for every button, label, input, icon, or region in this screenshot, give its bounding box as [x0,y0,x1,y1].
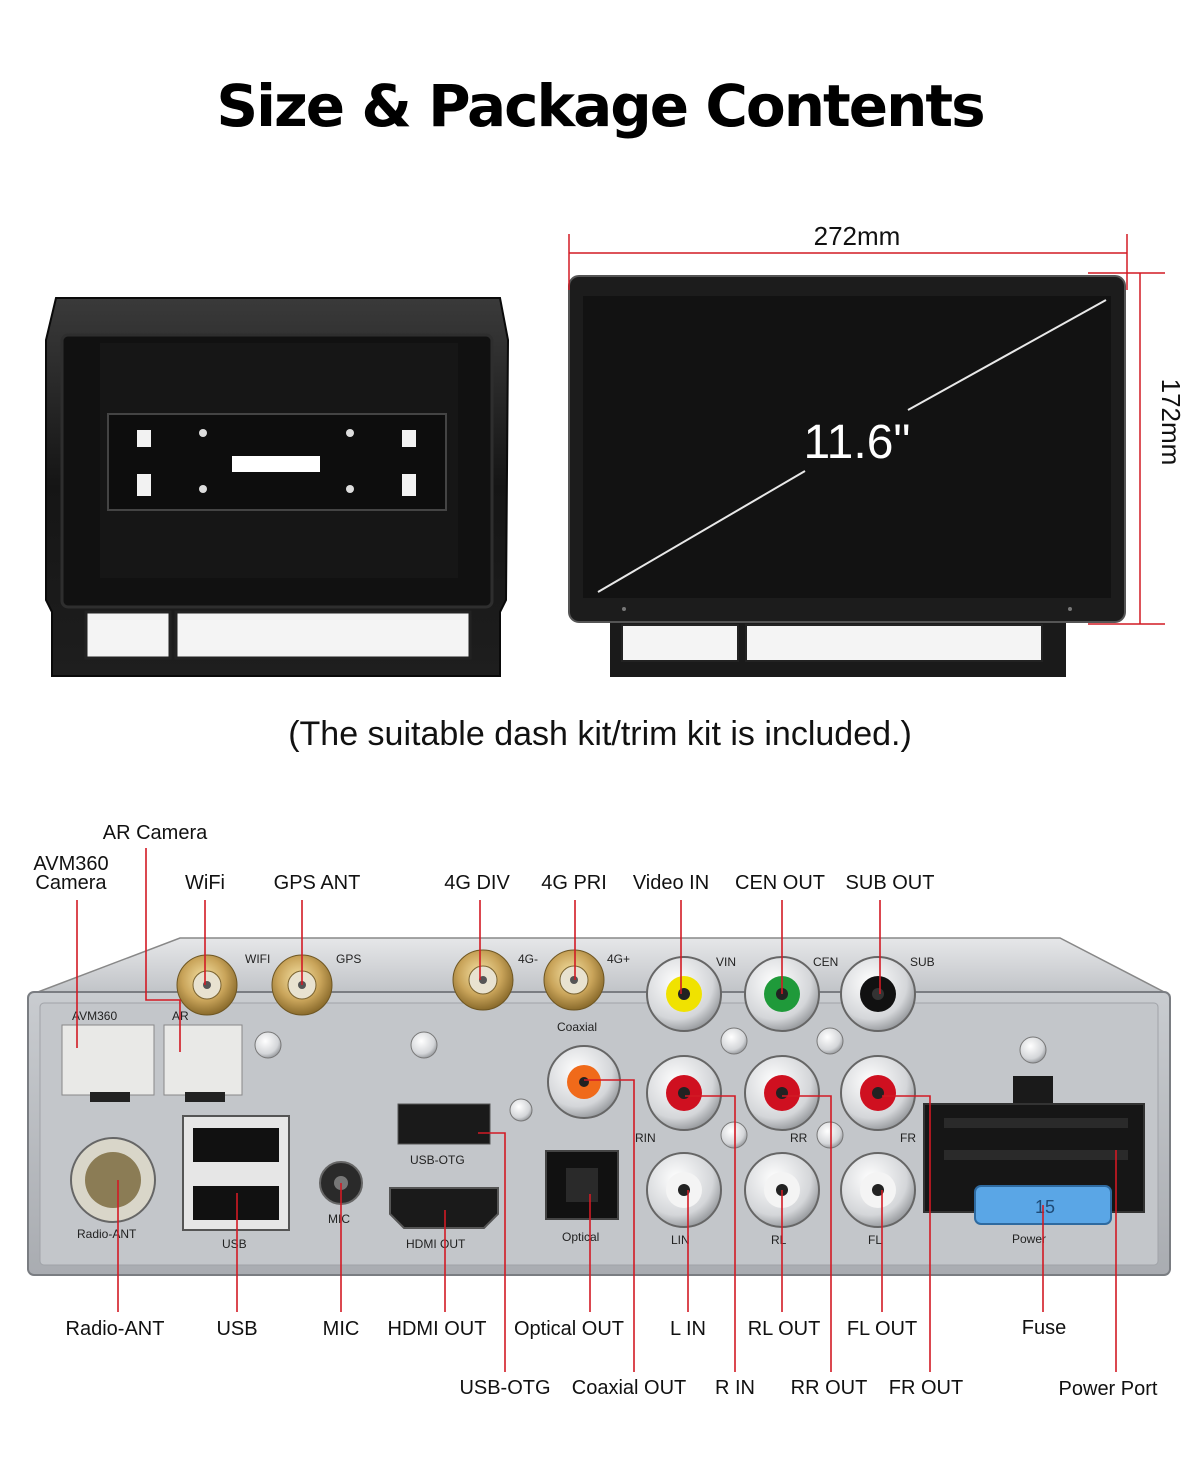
callout-hdmi-out: HDMI OUT [388,1318,487,1340]
panel-label-fr: FR [900,1131,916,1145]
panel-label-gps: GPS [336,952,361,966]
callout-fuse: Fuse [1022,1317,1066,1339]
panel-label-vin: VIN [716,955,736,969]
callout-usb-otg: USB-OTG [459,1377,550,1399]
usb-port [182,1115,290,1231]
callout-rr-out: RR OUT [791,1377,868,1399]
rca-fr-out [840,1055,916,1131]
panel-label-rl: RL [771,1233,787,1247]
callout-ar-camera: AR Camera [103,822,208,844]
callout-wifi: WiFi [185,872,225,894]
panel-label-lin: LIN [671,1233,690,1247]
callout-fr-out: FR OUT [889,1377,963,1399]
callout-power-port: Power Port [1059,1378,1158,1400]
callout-l-in: L IN [670,1318,706,1340]
callout-rl-out: RL OUT [748,1318,821,1340]
width-dimension: 272mm [814,221,901,251]
callout-avm360-camera-line1: AVM360 [33,853,108,875]
panel-label-4g-div: 4G- [518,952,538,966]
callout-coaxial-out: Coaxial OUT [572,1377,686,1399]
callout-fl-out: FL OUT [847,1318,917,1340]
callout-4g-pri: 4G PRI [541,872,607,894]
head-unit-image: 11.6" [568,275,1126,677]
callout-mic: MIC [323,1318,360,1340]
rca-sub-out [840,956,916,1032]
dimension-lines [568,234,1165,625]
rca-video-in [646,956,722,1032]
radio-ant-port [70,1137,156,1223]
callout-4g-div: 4G DIV [444,872,510,894]
panel-label-cen: CEN [813,955,838,969]
4g-pri-connector [543,949,605,1011]
panel-label-usb-otg: USB-OTG [410,1153,465,1167]
screws [254,1027,1047,1149]
panel-label-hdmi-out: HDMI OUT [406,1237,466,1251]
rca-l-in [646,1152,722,1228]
rca-r-in [646,1055,722,1131]
panel-label-rin: RIN [635,1131,656,1145]
callout-sub-out: SUB OUT [846,872,935,894]
callout-video-in: Video IN [633,872,709,894]
panel-label-rr: RR [790,1131,808,1145]
callout-avm360-camera-line2: Camera [35,872,107,894]
panel-label-avm360: AVM360 [72,1009,117,1023]
screen-size-label: 11.6" [804,416,911,469]
rca-fl-out [840,1152,916,1228]
rca-rr-out [744,1055,820,1131]
coaxial-port [547,1045,621,1119]
wifi-connector [176,954,238,1016]
camera-sockets [61,1024,243,1102]
dash-kit-image [45,297,510,677]
4g-div-connector [452,949,514,1011]
callout-cen-out: CEN OUT [735,872,825,894]
panel-label-wifi: WIFI [245,952,270,966]
panel-label-fl: FL [868,1233,882,1247]
panel-label-power: Power [1012,1232,1046,1246]
callout-optical-out: Optical OUT [514,1318,624,1340]
antenna-connectors [176,949,605,1016]
optical-port [545,1150,619,1220]
page-title: Size & Package Contents [216,72,985,140]
panel-label-sub: SUB [910,955,935,969]
callout-usb: USB [216,1318,257,1340]
fuse-rating: 15 [1035,1197,1055,1217]
hdmi-port [389,1187,499,1229]
panel-label-4g-pri: 4G+ [607,952,630,966]
usb-otg-port [397,1103,491,1145]
panel-label-optical: Optical [562,1230,599,1244]
callout-leader-lines [76,848,1117,1372]
callout-radio-ant: Radio-ANT [66,1318,165,1340]
height-dimension: 172mm [1156,379,1186,466]
panel-label-mic: MIC [328,1212,350,1226]
dash-kit-caption: (The suitable dash kit/trim kit is inclu… [288,715,912,753]
callout-r-in: R IN [715,1377,755,1399]
panel-label-radio-ant: Radio-ANT [77,1227,137,1241]
panel-label-coaxial: Coaxial [557,1020,597,1034]
callout-gps-ant: GPS ANT [274,872,361,894]
panel-label-usb: USB [222,1237,247,1251]
